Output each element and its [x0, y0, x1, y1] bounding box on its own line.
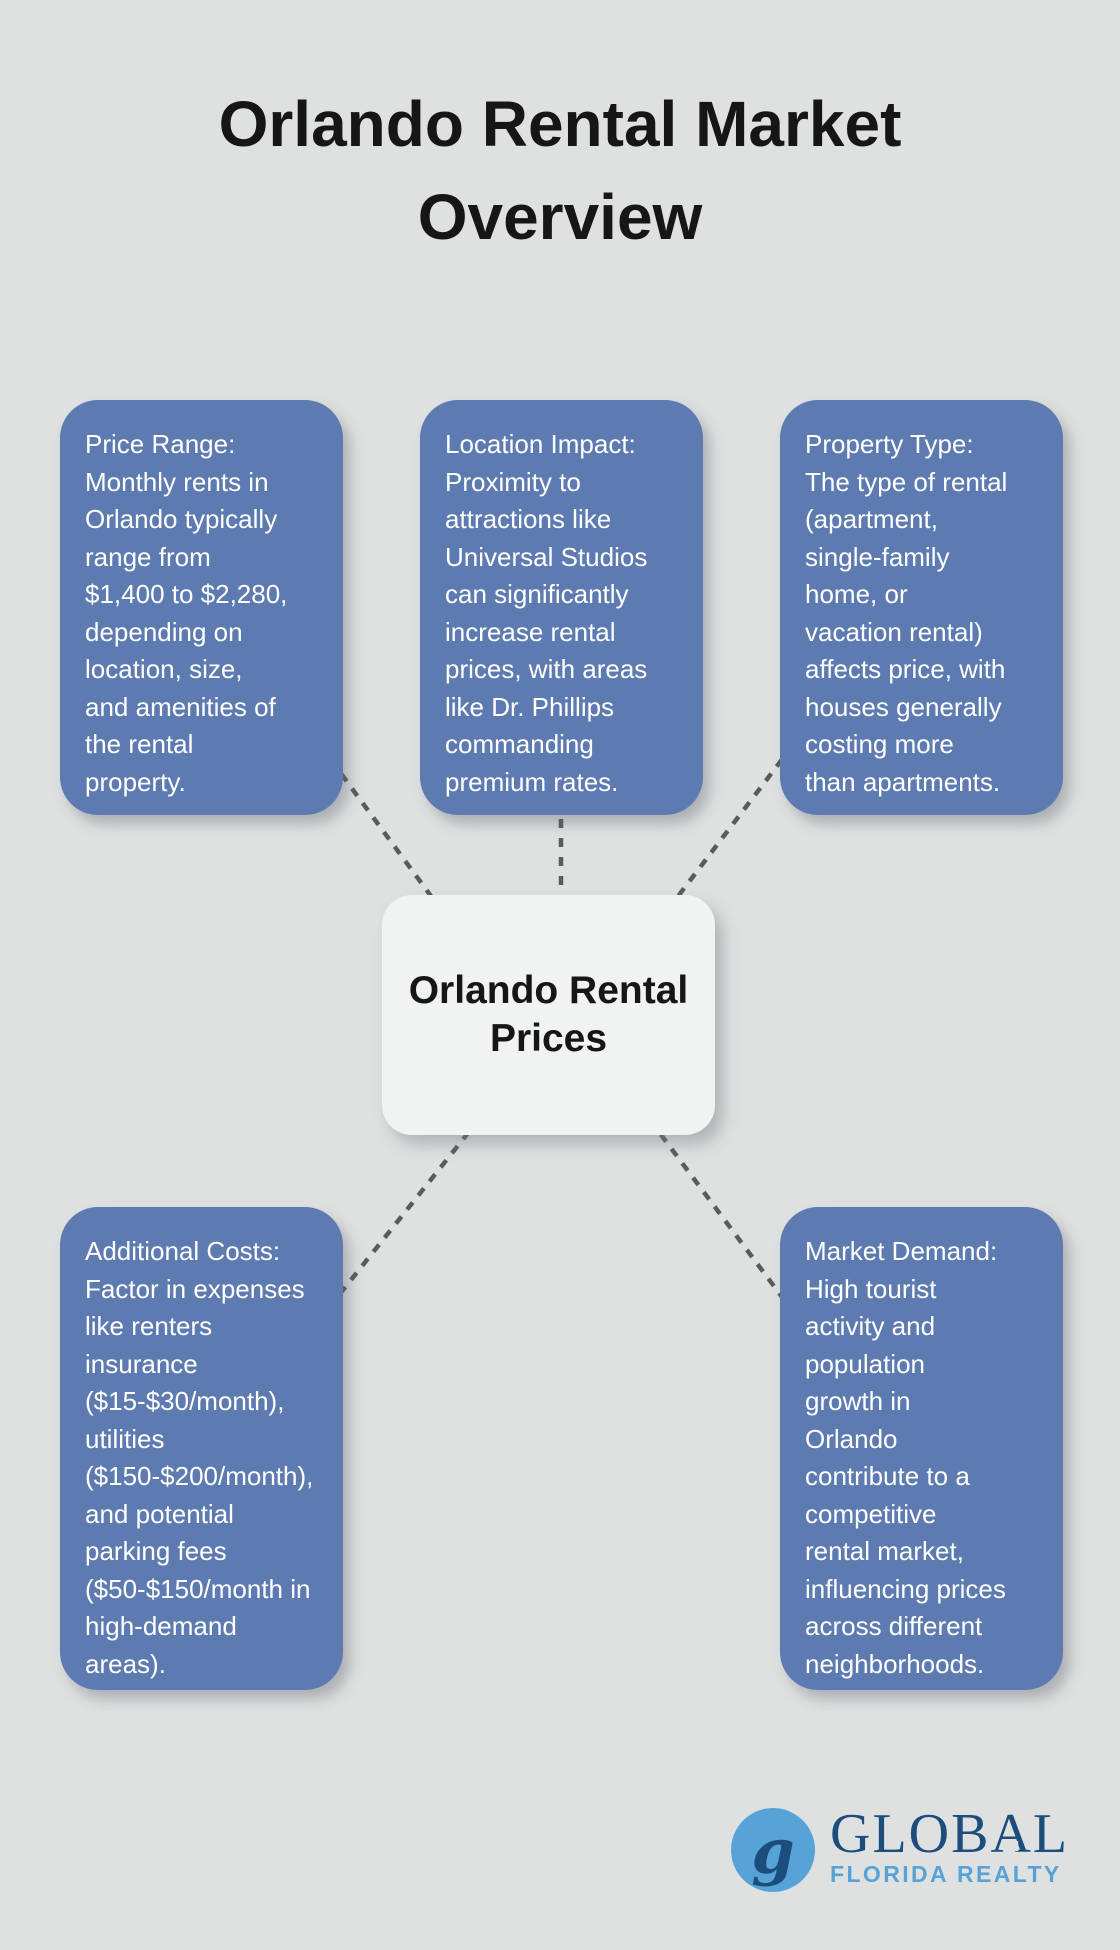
logo-house-a: A	[990, 1806, 1032, 1862]
logo-tagline: FLORIDA REALTY	[830, 1861, 1062, 1887]
card-additional-costs-text: Additional Costs: Factor in expenses lik…	[85, 1236, 314, 1679]
card-market-demand: Market Demand: High tourist activity and…	[780, 1207, 1063, 1690]
page-title: Orlando Rental Market Overview	[218, 88, 902, 253]
card-additional-costs: Additional Costs: Factor in expenses lik…	[60, 1207, 343, 1690]
card-location-impact: Location Impact: Proximity to attraction…	[420, 400, 703, 815]
logo-name-a: A	[990, 1803, 1033, 1865]
card-property-type: Property Type: The type of rental (apart…	[780, 400, 1063, 815]
center-node: Orlando Rental Prices	[382, 895, 715, 1135]
connector-line-market-demand	[648, 1118, 790, 1307]
card-price-range-text: Price Range: Monthly rents in Orlando ty…	[85, 429, 288, 797]
center-node-label: Orlando Rental Prices	[408, 969, 689, 1060]
logo-monogram: g	[751, 1815, 795, 1888]
connector-line-property-type	[658, 743, 795, 922]
connector-line-additional-costs	[333, 1116, 482, 1302]
card-location-impact-text: Location Impact: Proximity to attraction…	[445, 429, 648, 797]
logo-name-suffix: L	[1032, 1803, 1070, 1865]
card-property-type-text: Property Type: The type of rental (apart…	[805, 429, 1008, 797]
logo-name-prefix: GLOB	[830, 1803, 991, 1865]
card-market-demand-text: Market Demand: High tourist activity and…	[805, 1236, 1006, 1679]
house-windows-icon	[1007, 1841, 1018, 1851]
logo-g-icon: g	[731, 1808, 815, 1892]
card-price-range: Price Range: Monthly rents in Orlando ty…	[60, 400, 343, 815]
